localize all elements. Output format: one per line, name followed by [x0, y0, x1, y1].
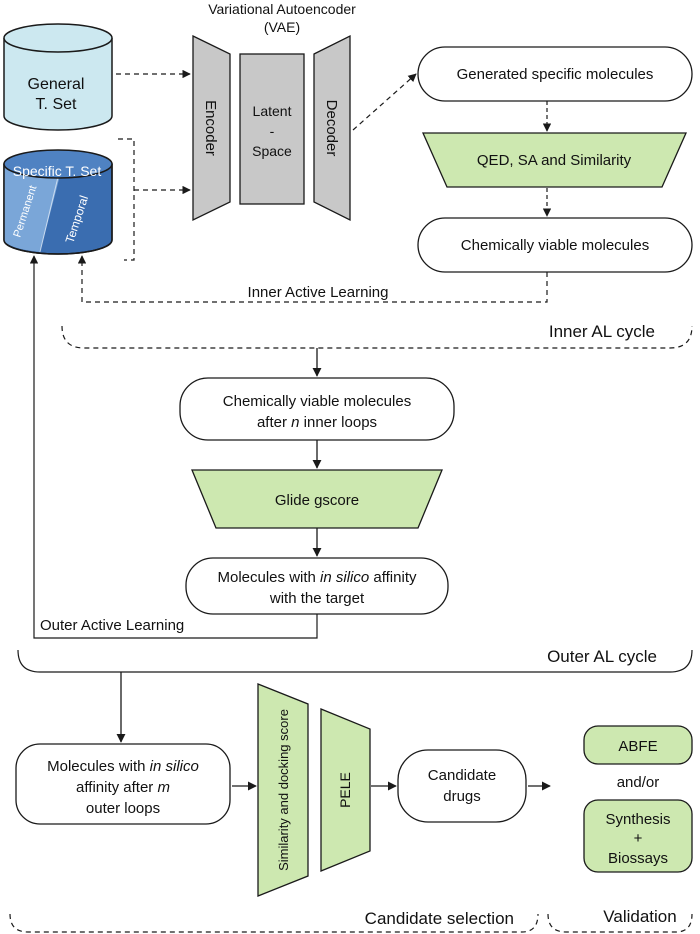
viable-molecules-box: [417, 217, 693, 273]
abfe-label: ABFE: [618, 738, 657, 755]
viable-molecules-label: Chemically viable molecules: [461, 237, 649, 254]
vae-block: Variational Autoencoder (VAE) Encoder La…: [192, 1, 356, 222]
affinity-label-line1: Molecules with in silico affinity: [218, 569, 417, 586]
candidate-molecules-box: [15, 743, 231, 825]
inner-active-learning-label: Inner Active Learning: [248, 284, 389, 301]
synthesis-biossays-box: [583, 799, 693, 873]
pele-filter: [320, 708, 371, 872]
synthesis-line3: Biossays: [608, 850, 668, 867]
candidate-drugs-line1: Candidate: [428, 767, 496, 784]
encoder-shape: [192, 34, 231, 222]
encoder-label: Encoder: [202, 100, 219, 156]
inner-active-learning-arrow: [77, 255, 548, 303]
decoder-shape: [313, 34, 351, 222]
general-training-set-cylinder: General T. Set: [3, 23, 113, 131]
and-or-label: and/or: [617, 774, 660, 791]
decoder-to-generated-arrow: [352, 73, 417, 131]
validation-brace: [547, 913, 693, 933]
outer-viable-label-line2: after n inner loops: [257, 414, 377, 431]
candidate-selection-brace: [9, 913, 539, 933]
specific-set-title: Specific T. Set: [13, 163, 102, 179]
outer-viable-label-line1: Chemically viable molecules: [223, 393, 411, 410]
glide-gscore-label: Glide gscore: [275, 492, 359, 509]
latent-label-line1: Latent: [253, 103, 292, 119]
vae-title-line1: Variational Autoencoder: [208, 1, 356, 17]
outer-active-learning-label: Outer Active Learning: [40, 617, 184, 634]
abfe-box: [583, 725, 693, 765]
generated-molecules-box: [417, 46, 693, 102]
similarity-docking-label: Similarity and docking score: [276, 709, 291, 871]
candidate-drugs-line2: drugs: [443, 788, 481, 805]
validation-label: Validation: [603, 907, 676, 926]
latent-space-shape: [239, 53, 305, 205]
similarity-docking-filter: [257, 683, 309, 897]
synthesis-line1: Synthesis: [605, 811, 670, 828]
candidate-molecules-line3: outer loops: [86, 800, 160, 817]
synthesis-line2: +: [634, 830, 643, 847]
decoder-label: Decoder: [323, 100, 340, 157]
outer-active-learning-arrow: [29, 255, 318, 639]
inner-al-cycle-label: Inner AL cycle: [549, 322, 655, 341]
qed-filter-label: QED, SA and Similarity: [477, 152, 632, 169]
specific-set-bracket: [118, 138, 135, 261]
specific-training-set-cylinder: Specific T. Set Permanent Temporal: [3, 149, 113, 255]
outer-al-cycle-label: Outer AL cycle: [547, 647, 657, 666]
candidate-selection-label: Candidate selection: [365, 909, 514, 928]
affinity-label-line2: with the target: [269, 590, 365, 607]
outer-al-cycle-brace: [17, 649, 693, 673]
general-set-label-line1: General: [28, 76, 85, 93]
vae-title-line2: (VAE): [264, 19, 300, 35]
latent-label-line3: Space: [252, 143, 292, 159]
latent-label-line2: -: [270, 123, 275, 139]
candidate-molecules-line1: Molecules with in silico: [47, 758, 199, 775]
glide-gscore-filter: [191, 469, 443, 529]
candidate-molecules-line2: affinity after m: [76, 779, 170, 796]
candidate-drugs-box: [397, 749, 527, 823]
inner-al-cycle-brace: [61, 325, 693, 349]
generated-molecules-label: Generated specific molecules: [457, 66, 654, 83]
qed-sa-similarity-filter: [421, 132, 688, 188]
pele-label: PELE: [337, 772, 353, 808]
general-set-label-line2: T. Set: [36, 96, 77, 113]
